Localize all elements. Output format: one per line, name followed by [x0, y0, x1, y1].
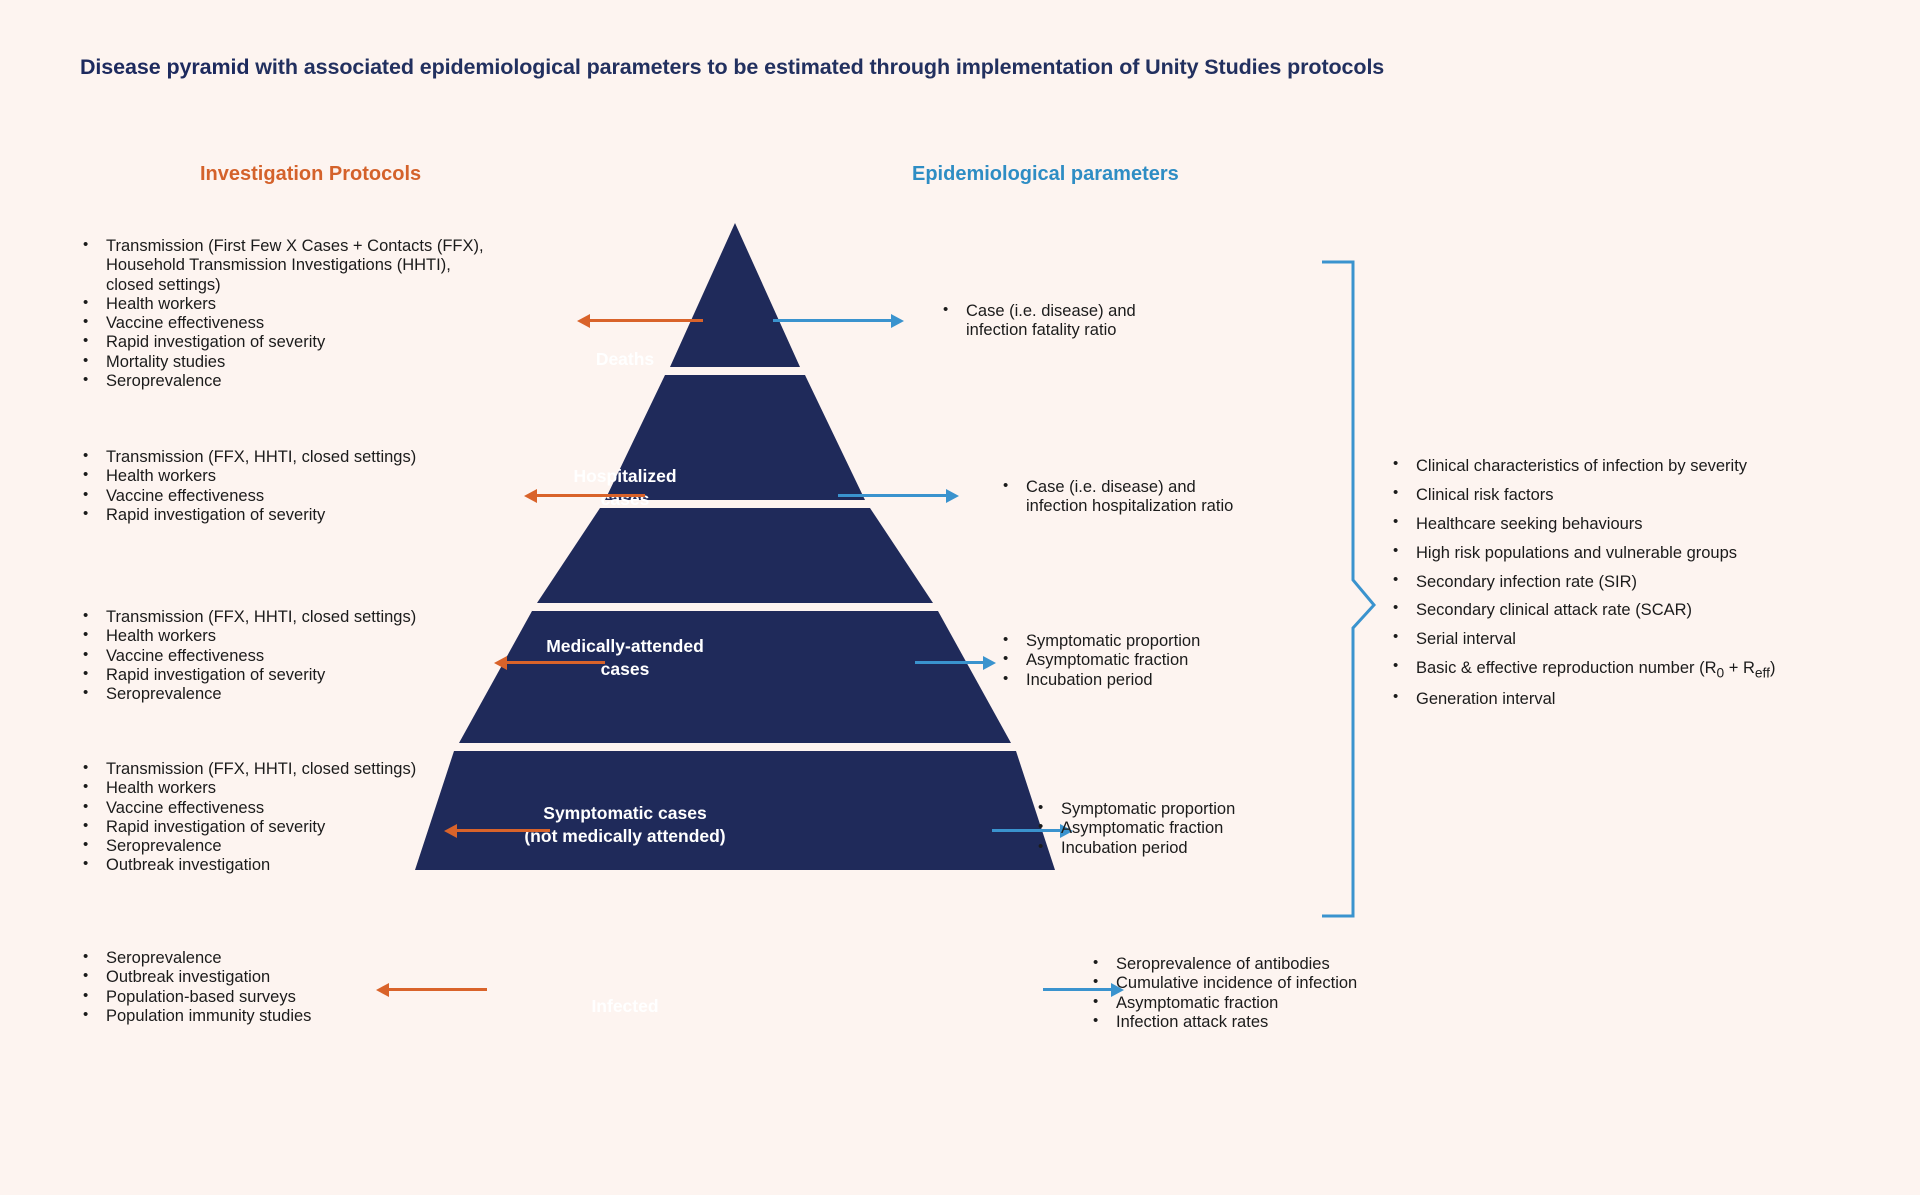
list-item: Infection attack rates	[1090, 1012, 1357, 1032]
cross-cutting-bracket	[1322, 260, 1376, 918]
list-item: Clinical characteristics of infection by…	[1390, 451, 1775, 481]
column-header-investigation-protocols: Investigation Protocols	[200, 163, 422, 185]
list-item: Seroprevalence	[80, 371, 550, 391]
list-item: Population immunity studies	[80, 1006, 311, 1026]
list-item: Health workers	[80, 294, 550, 314]
pyramid-label-deaths: Deaths	[595, 349, 655, 369]
list-item: Outbreak investigation	[80, 855, 416, 875]
list-item: Cumulative incidence of infection	[1090, 973, 1357, 993]
list-item: Mortality studies	[80, 352, 550, 372]
list-item: Healthcare seeking behaviours	[1390, 509, 1775, 539]
pyramid-tier-medically-attended	[537, 508, 933, 603]
arrow-protocols-hospitalized	[524, 488, 645, 503]
list-item: Rapid investigation of severity	[80, 505, 416, 525]
cross-cutting-parameter-list: Clinical characteristics of infection by…	[1390, 451, 1775, 714]
list-item: Seroprevalence of antibodies	[1090, 954, 1357, 974]
list-item: Generation interval	[1390, 684, 1775, 714]
arrow-parameters-hospitalized	[838, 488, 959, 503]
list-item: Case (i.e. disease) and infection hospit…	[1000, 477, 1320, 517]
list-item: Vaccine effectiveness	[80, 646, 416, 666]
pyramid-tier-symptomatic	[459, 611, 1011, 743]
list-item: Rapid investigation of severity	[80, 332, 550, 352]
list-item: Health workers	[80, 778, 416, 798]
list-item: Symptomatic proportion	[1000, 631, 1200, 651]
list-item: Rapid investigation of severity	[80, 817, 416, 837]
list-item: Incubation period	[1000, 670, 1200, 690]
arrow-protocols-deaths	[577, 313, 703, 328]
list-item: Serial interval	[1390, 624, 1775, 654]
list-item: Secondary infection rate (SIR)	[1390, 567, 1775, 597]
parameter-block-infected: Seroprevalence of antibodies Cumulative …	[1090, 954, 1357, 1032]
arrow-parameters-medically-attended	[915, 655, 996, 670]
arrow-protocols-medically-attended	[494, 655, 605, 670]
parameter-block-medically-attended: Symptomatic proportion Asymptomatic frac…	[1000, 631, 1200, 690]
disease-pyramid	[415, 223, 1055, 870]
list-item: Vaccine effectiveness	[80, 486, 416, 506]
pyramid-tier-hospitalized	[605, 375, 865, 500]
page-title-lead: Disease pyramid	[80, 55, 250, 79]
list-item: Rapid investigation of severity	[80, 665, 416, 685]
arrow-parameters-deaths	[773, 313, 904, 328]
list-item: Health workers	[80, 466, 416, 486]
list-item: Population-based surveys	[80, 987, 311, 1007]
pyramid-label-symptomatic: Symptomatic cases (not medically attende…	[524, 803, 726, 847]
protocol-block-hospitalized: Transmission (FFX, HHTI, closed settings…	[80, 447, 416, 525]
arrow-protocols-symptomatic	[444, 823, 550, 838]
list-item: Transmission (FFX, HHTI, closed settings…	[80, 759, 416, 779]
list-item: Asymptomatic fraction	[1035, 818, 1235, 838]
page-title-rest: with associated epidemiological paramete…	[249, 55, 1385, 79]
list-item: Transmission (FFX, HHTI, closed settings…	[80, 607, 416, 627]
list-item: Asymptomatic fraction	[1000, 650, 1200, 670]
arrow-protocols-infected	[376, 982, 487, 997]
pyramid-tier-infected	[415, 751, 1055, 870]
list-item: Incubation period	[1035, 838, 1235, 858]
page-title: Disease pyramid with associated epidemio…	[80, 55, 1384, 80]
list-item: Seroprevalence	[80, 684, 416, 704]
parameter-block-symptomatic: Symptomatic proportion Asymptomatic frac…	[1035, 799, 1235, 858]
list-item: Transmission (FFX, HHTI, closed settings…	[80, 447, 416, 467]
list-item: Vaccine effectiveness	[80, 798, 416, 818]
list-item: Clinical risk factors	[1390, 480, 1775, 510]
list-item: Vaccine effectiveness	[80, 313, 550, 333]
bracket-path	[1322, 260, 1376, 918]
list-item: Health workers	[80, 626, 416, 646]
pyramid-label-medically-attended: Medically-attended cases	[546, 636, 704, 680]
list-item: High risk populations and vulnerable gro…	[1390, 538, 1775, 568]
list-item: Secondary clinical attack rate (SCAR)	[1390, 595, 1775, 625]
list-item: Symptomatic proportion	[1035, 799, 1235, 819]
list-item: Transmission (First Few X Cases + Contac…	[80, 236, 550, 295]
list-item: Asymptomatic fraction	[1090, 993, 1357, 1013]
pyramid-label-infected: Infected	[591, 996, 659, 1016]
pyramid-tier-deaths	[670, 223, 800, 367]
pyramid-label-hospitalized: Hospitalized cases	[573, 466, 677, 510]
list-item-reproduction-number: Basic & effective reproduction number (R…	[1390, 653, 1775, 685]
list-item: Seroprevalence	[80, 948, 311, 968]
list-item: Case (i.e. disease) and infection fatali…	[940, 301, 1240, 341]
protocol-block-medically-attended: Transmission (FFX, HHTI, closed settings…	[80, 607, 416, 704]
list-item: Outbreak investigation	[80, 967, 311, 987]
protocol-block-symptomatic: Transmission (FFX, HHTI, closed settings…	[80, 759, 416, 876]
protocol-block-deaths: Transmission (First Few X Cases + Contac…	[80, 236, 550, 391]
list-item: Seroprevalence	[80, 836, 416, 856]
protocol-block-infected: Seroprevalence Outbreak investigation Po…	[80, 948, 311, 1026]
parameter-block-hospitalized: Case (i.e. disease) and infection hospit…	[1000, 477, 1320, 517]
column-header-epidemiological-parameters: Epidemiological parameters	[912, 163, 1179, 185]
parameter-block-deaths: Case (i.e. disease) and infection fatali…	[940, 301, 1240, 341]
